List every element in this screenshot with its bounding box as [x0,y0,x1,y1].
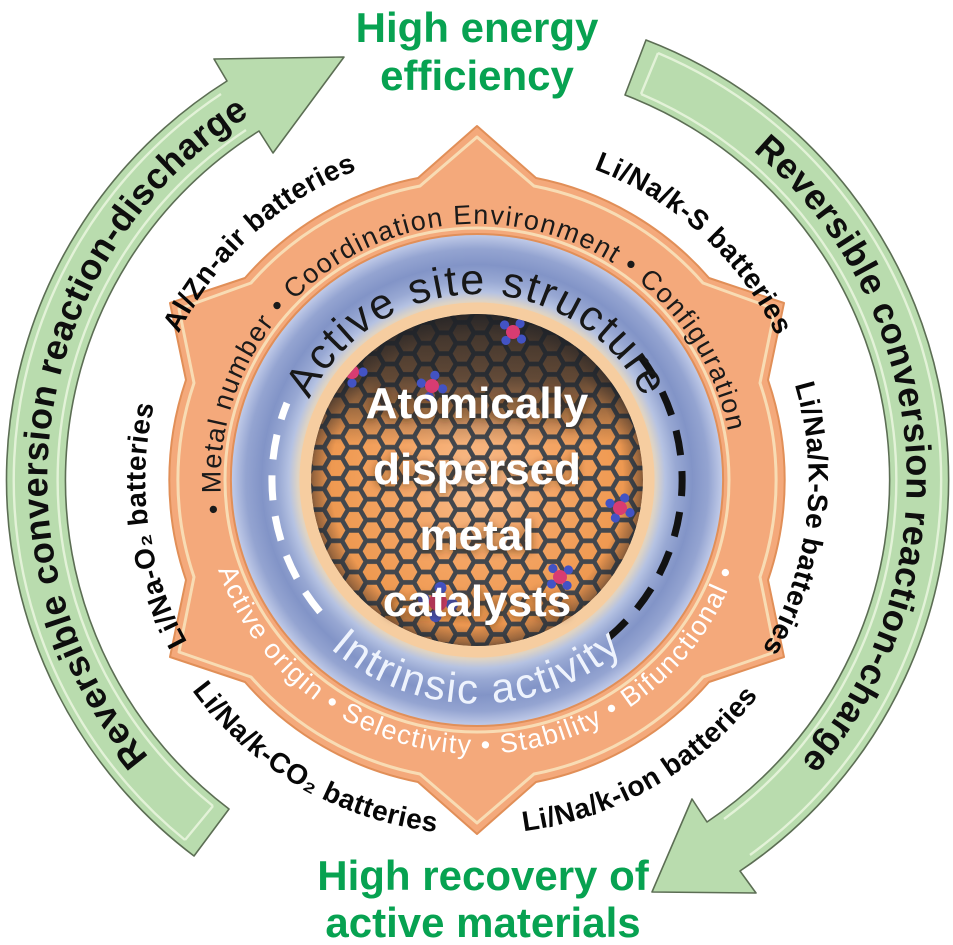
outer-arrow-right [624,39,950,894]
metal-site-clusters [336,318,635,623]
catalyst-sphere [311,314,643,646]
center-title-line1: Atomically [366,379,589,428]
top-caption-line2: efficiency [380,52,574,99]
center-title-line3: metal [420,511,535,560]
orange-badge [168,125,786,835]
outer-arrow-left [5,56,345,857]
bottom-caption-line1: High recovery of [317,852,649,899]
dashed-arc-right [600,354,686,645]
center-title: Atomically dispersed metal catalysts [366,379,589,626]
top-caption-line1: High energy [356,4,599,51]
center-title-line4: catalysts [383,577,571,626]
sphere-glow-rim [299,302,655,658]
bottom-caption: High recovery of active materials [317,852,649,945]
bottom-caption-line2: active materials [325,899,640,945]
top-caption: High energy efficiency [356,4,599,99]
center-title-line2: dispersed [373,445,581,494]
